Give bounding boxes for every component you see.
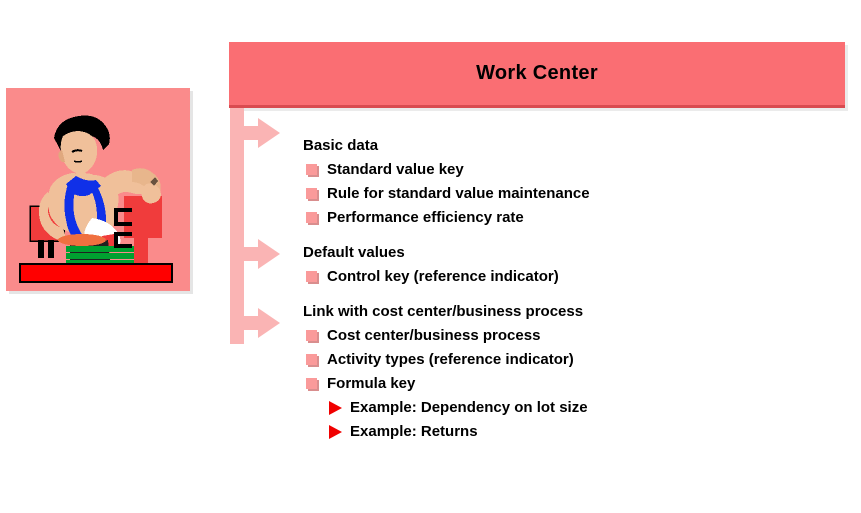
list-item-label: Formula key bbox=[327, 375, 416, 392]
group-link-with-cost-center: Link with cost center/business process C… bbox=[303, 300, 843, 444]
group-heading: Default values bbox=[303, 244, 405, 261]
triangle-bullet-icon bbox=[329, 425, 342, 439]
worker-at-workbench-clipart bbox=[6, 88, 190, 291]
square-bullet-icon bbox=[306, 188, 319, 201]
group-default-values: Default values Control key (reference in… bbox=[303, 241, 843, 289]
square-bullet-icon bbox=[306, 212, 319, 225]
example-item-label: Example: Returns bbox=[350, 423, 478, 440]
square-bullet-icon bbox=[306, 271, 319, 284]
square-bullet-icon bbox=[306, 354, 319, 367]
work-center-header-bar: Work Center bbox=[229, 42, 845, 108]
square-bullet-icon bbox=[306, 330, 319, 343]
list-item: Control key (reference indicator) bbox=[303, 265, 843, 289]
page-title: Work Center bbox=[476, 62, 598, 84]
example-item: Example: Dependency on lot size bbox=[303, 396, 843, 420]
branch-connector-arrows bbox=[230, 108, 280, 344]
branch-arrow-1 bbox=[230, 118, 280, 148]
square-bullet-icon bbox=[306, 378, 319, 391]
list-item-label: Cost center/business process bbox=[327, 327, 541, 344]
list-item: Formula key bbox=[303, 372, 843, 396]
example-item-label: Example: Dependency on lot size bbox=[350, 399, 588, 416]
group-heading: Basic data bbox=[303, 137, 379, 154]
list-item-label: Control key (reference indicator) bbox=[327, 268, 559, 285]
example-item: Example: Returns bbox=[303, 420, 843, 444]
work-center-detail-list: Basic data Standard value key Rule for s… bbox=[303, 134, 843, 444]
list-item: Performance efficiency rate bbox=[303, 206, 843, 230]
list-item: Rule for standard value maintenance bbox=[303, 182, 843, 206]
list-item-label: Performance efficiency rate bbox=[327, 209, 524, 226]
list-item-label: Activity types (reference indicator) bbox=[327, 351, 574, 368]
list-item-label: Rule for standard value maintenance bbox=[327, 185, 590, 202]
list-item: Activity types (reference indicator) bbox=[303, 348, 843, 372]
illustration-frame bbox=[6, 88, 190, 291]
square-bullet-icon bbox=[306, 164, 319, 177]
list-item-label: Standard value key bbox=[327, 161, 464, 178]
group-basic-data: Basic data Standard value key Rule for s… bbox=[303, 134, 843, 230]
triangle-bullet-icon bbox=[329, 401, 342, 415]
branch-arrow-3 bbox=[230, 308, 280, 338]
list-item: Standard value key bbox=[303, 158, 843, 182]
list-item: Cost center/business process bbox=[303, 324, 843, 348]
branch-arrow-2 bbox=[230, 239, 280, 269]
group-heading: Link with cost center/business process bbox=[303, 303, 584, 320]
